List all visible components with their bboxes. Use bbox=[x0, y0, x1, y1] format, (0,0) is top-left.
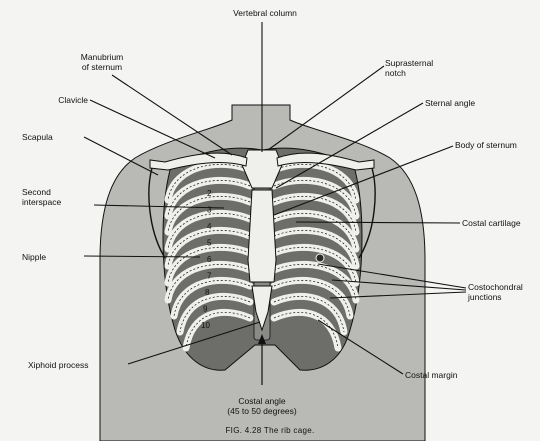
rib-number: 9 bbox=[203, 305, 208, 314]
label-costal-margin: Costal margin bbox=[405, 370, 495, 380]
rib-number: 6 bbox=[207, 255, 212, 264]
label-manubrium: Manubrium of sternum bbox=[62, 52, 142, 72]
label-vertebral-column: Vertebral column bbox=[205, 8, 325, 18]
rib-number: 3 bbox=[207, 206, 212, 215]
rib-number: 8 bbox=[205, 288, 210, 297]
label-clavicle: Clavicle bbox=[30, 95, 88, 105]
label-xiphoid-process: Xiphoid process bbox=[28, 360, 128, 370]
label-suprasternal-notch: Suprasternal notch bbox=[385, 58, 465, 78]
rib-number: 5 bbox=[207, 239, 212, 248]
nipple-mark bbox=[316, 254, 324, 262]
figure-caption: FIG. 4.28 The rib cage. bbox=[0, 426, 540, 435]
label-costal-angle-range: (45 to 50 degrees) bbox=[192, 406, 332, 416]
rib-number: 4 bbox=[207, 222, 212, 231]
label-second-interspace: Second interspace bbox=[22, 187, 92, 207]
sternum-body bbox=[248, 190, 276, 282]
label-body-of-sternum: Body of sternum bbox=[455, 140, 540, 150]
label-costochondral-junctions: Costochondral junctions bbox=[468, 282, 540, 302]
label-costal-cartilage: Costal cartilage bbox=[462, 218, 540, 228]
label-scapula: Scapula bbox=[22, 132, 82, 142]
rib-number: 10 bbox=[201, 321, 210, 330]
label-sternal-angle: Sternal angle bbox=[425, 98, 515, 108]
rib-number: 7 bbox=[207, 272, 212, 281]
rib-number: 2 bbox=[207, 189, 212, 198]
label-costal-angle: Costal angle bbox=[202, 396, 322, 406]
label-nipple: Nipple bbox=[22, 252, 82, 262]
